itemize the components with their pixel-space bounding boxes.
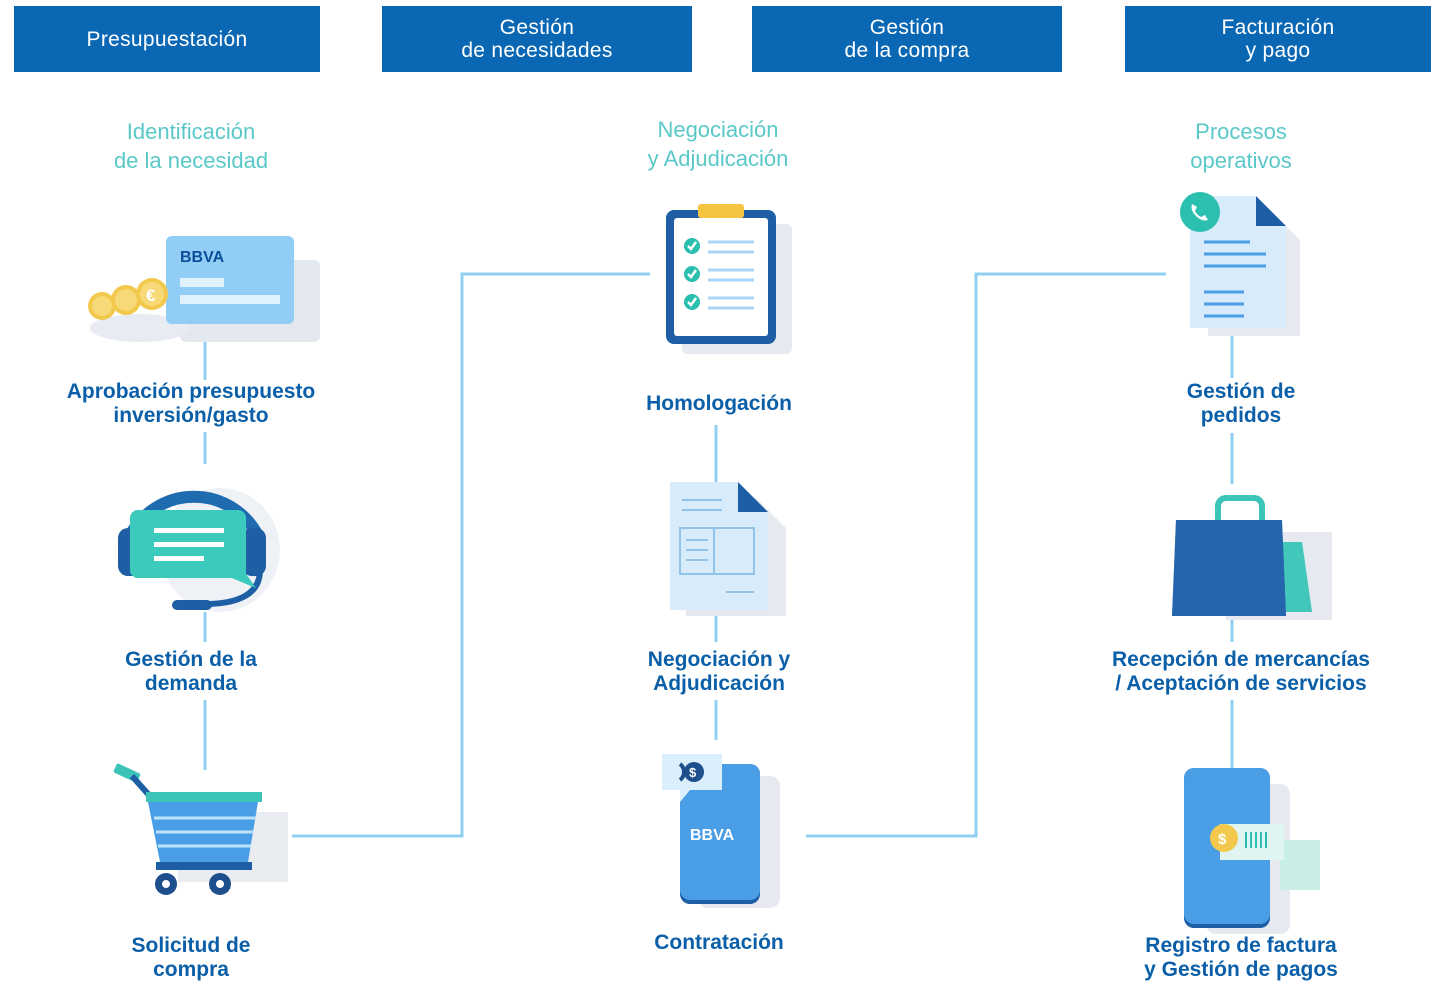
phase-identificacion: Identificación de la necesidad: [113, 119, 269, 173]
step-aprobacion: Aprobación presupuesto inversión/gasto: [66, 380, 316, 427]
clipboard-checklist-icon: [666, 204, 792, 354]
contract-document-icon: [670, 482, 786, 616]
order-document-icon: [1180, 192, 1300, 336]
header-presupuestacion: Presupuestación: [14, 6, 320, 72]
phase-negociacion: Negociación y Adjudicación: [647, 117, 789, 171]
step-pedidos: Gestión de pedidos: [1186, 380, 1296, 427]
step-negociacion: Negociación y Adjudicación: [647, 648, 791, 695]
credit-card-coins-icon: BBVA €: [88, 236, 320, 342]
shopping-cart-icon: [113, 763, 288, 895]
step-contratacion: Contratación: [654, 931, 784, 954]
headset-chat-icon: [118, 488, 280, 612]
step-recepcion: Recepción de mercancías / Aceptación de …: [1112, 648, 1370, 695]
step-homologacion: Homologación: [646, 392, 792, 415]
phase-procesos: Procesos operativos: [1190, 119, 1292, 173]
invoice-payment-icon: $: [1184, 768, 1320, 934]
mobile-payment-icon: BBVA $: [662, 754, 780, 908]
step-demanda: Gestión de la demanda: [125, 648, 257, 695]
dollar-symbol-b: $: [1218, 831, 1227, 848]
phone-brand-text: BBVA: [690, 827, 735, 844]
step-registro: Registro de factura y Gestión de pagos: [1144, 934, 1338, 981]
header-facturacion-pago: Facturación y pago: [1125, 6, 1431, 72]
header-gestion-compra: Gestión de la compra: [752, 6, 1062, 72]
card-brand-text: BBVA: [180, 249, 225, 266]
step-solicitud: Solicitud de compra: [131, 934, 251, 981]
shopping-bag-icon: [1172, 495, 1332, 620]
euro-symbol: €: [146, 286, 156, 305]
dollar-symbol-a: $: [689, 765, 697, 780]
header-gestion-necesidades: Gestión de necesidades: [382, 6, 692, 72]
